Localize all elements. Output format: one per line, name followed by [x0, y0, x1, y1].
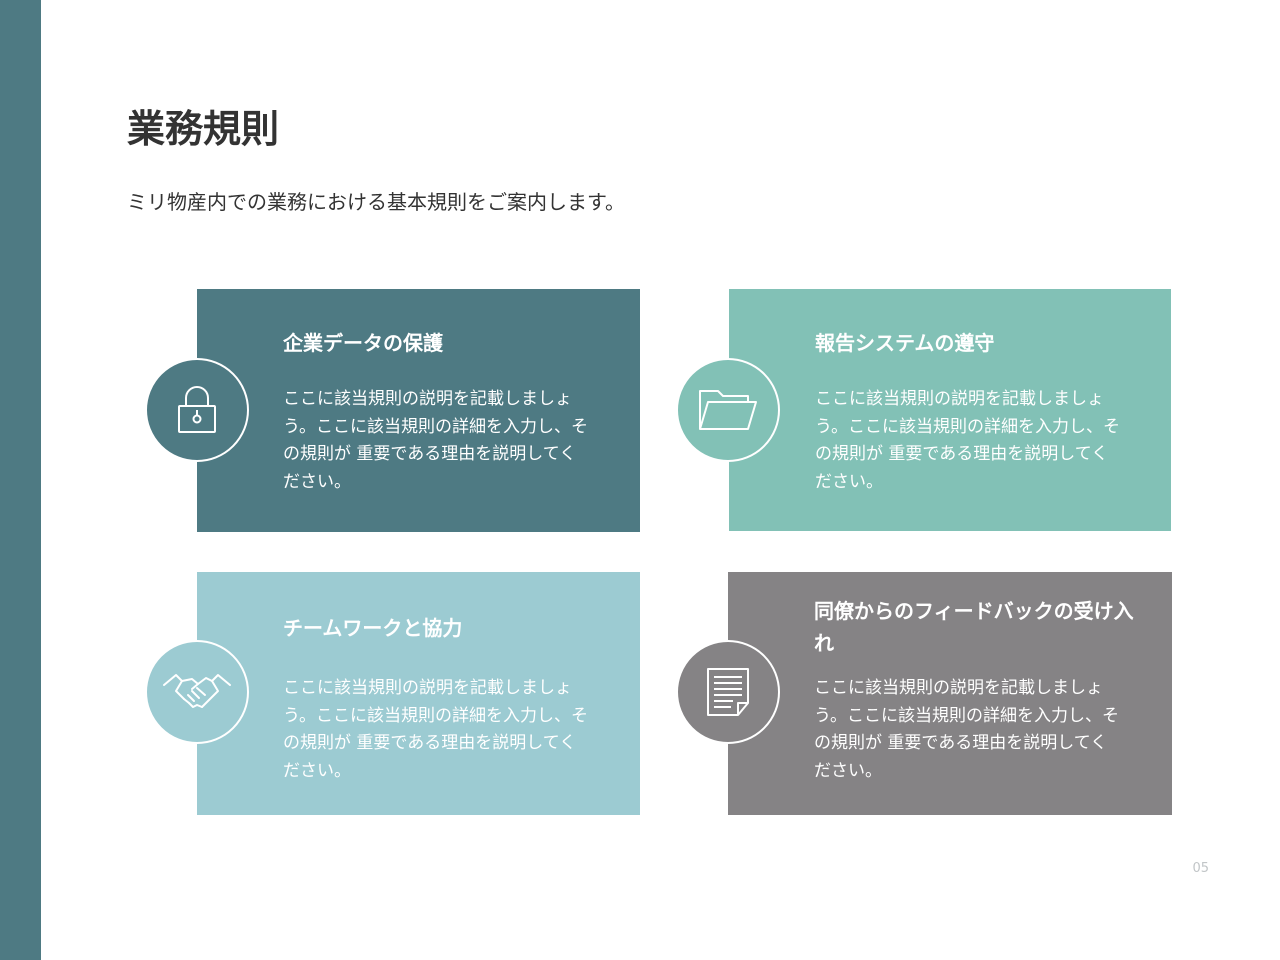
folder-icon — [676, 358, 780, 462]
card-description: ここに該当規則の説明を記載しましょう。ここに該当規則の詳細を入力し、その規則が … — [283, 389, 588, 492]
card-title: 企業データの保護 — [283, 331, 443, 355]
page-subtitle: ミリ物産内での業務における基本規則をご案内します。 — [127, 190, 625, 214]
card-description: ここに該当規則の説明を記載しましょう。ここに該当規則の詳細を入力し、その規則が … — [283, 678, 588, 781]
padlock-icon — [145, 358, 249, 462]
card-title: 同僚からのフィードバックの受け入れ — [814, 599, 1134, 655]
card-description: ここに該当規則の説明を記載しましょう。ここに該当規則の詳細を入力し、その規則が … — [815, 389, 1120, 492]
page-number: 05 — [1192, 861, 1209, 876]
rule-card-reporting-system: 報告システムの遵守 ここに該当規則の説明を記載しましょう。ここに該当規則の詳細を… — [729, 289, 1171, 531]
card-title: チームワークと協力 — [283, 616, 463, 640]
card-description: ここに該当規則の説明を記載しましょう。ここに該当規則の詳細を入力し、その規則が … — [814, 678, 1119, 781]
rule-card-data-protection: 企業データの保護 ここに該当規則の説明を記載しましょう。ここに該当規則の詳細を入… — [197, 289, 640, 532]
page-title: 業務規則 — [127, 107, 280, 151]
document-icon — [676, 640, 780, 744]
card-title: 報告システムの遵守 — [815, 331, 995, 355]
rule-card-teamwork: チームワークと協力 ここに該当規則の説明を記載しましょう。ここに該当規則の詳細を… — [197, 572, 640, 815]
rule-card-peer-feedback: 同僚からのフィードバックの受け入れ ここに該当規則の説明を記載しましょう。ここに… — [728, 572, 1172, 815]
handshake-icon — [145, 640, 249, 744]
accent-sidebar — [0, 0, 41, 960]
